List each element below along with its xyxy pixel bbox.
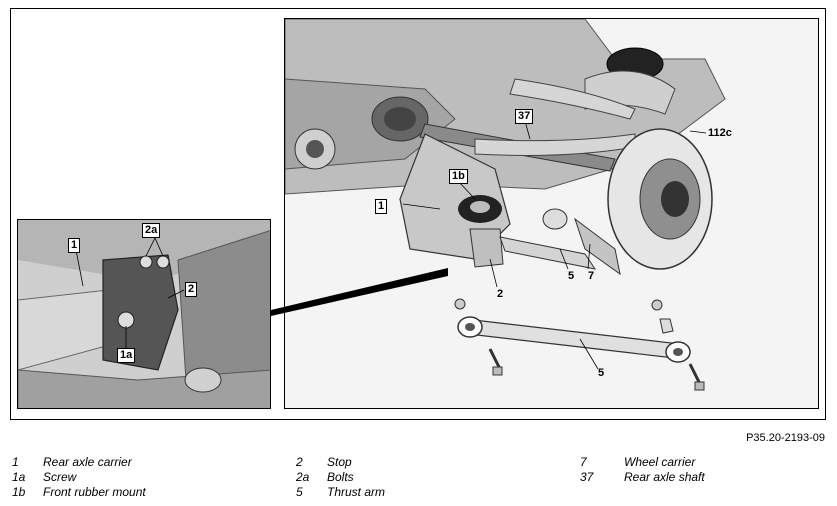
legend-text: Bolts [327, 470, 354, 484]
legend-item: 5 Thrust arm [296, 485, 576, 500]
legend-text: Front rubber mount [43, 485, 146, 499]
callout-1b: 1b [449, 169, 468, 184]
legend-number: 1 [12, 455, 19, 469]
legend-item: 1b Front rubber mount [12, 485, 292, 500]
callout-2-main: 2 [497, 288, 504, 300]
legend-number: 7 [580, 455, 587, 469]
legend: 1 Rear axle carrier 1a Screw 1b Front ru… [12, 455, 827, 505]
stop [469, 228, 504, 268]
bolt-2a-left [139, 255, 153, 269]
callout-1-inset: 1 [68, 238, 81, 253]
legend-item: 7 Wheel carrier [580, 455, 820, 470]
callout-112c: 112c [708, 127, 732, 139]
callout-7: 7 [588, 270, 595, 282]
legend-text: Thrust arm [327, 485, 386, 499]
legend-text: Stop [327, 455, 352, 469]
legend-item: 1 Rear axle carrier [12, 455, 292, 470]
callout-2a: 2a [142, 223, 161, 238]
legend-item: 2 Stop [296, 455, 576, 470]
inset-art [18, 220, 270, 408]
legend-item: 2a Bolts [296, 470, 576, 485]
main-illustration: 1 1b 37 112c 2 5 7 5 [284, 18, 819, 409]
callout-5-lower: 5 [598, 367, 605, 379]
callout-37: 37 [515, 109, 534, 124]
callout-1-main: 1 [375, 199, 388, 214]
thrust-arm-installed [499, 236, 597, 270]
legend-text: Screw [43, 470, 77, 484]
legend-number: 5 [296, 485, 303, 499]
legend-number: 2a [296, 470, 310, 484]
legend-number: 2 [296, 455, 303, 469]
callout-1a: 1a [117, 348, 136, 363]
wheel-carrier [574, 217, 621, 276]
legend-item: 37 Rear axle shaft [580, 470, 820, 485]
legend-number: 37 [580, 470, 594, 484]
main-illustration-art [285, 19, 726, 391]
screw-1a [117, 311, 135, 329]
stop-bracket [102, 254, 179, 371]
leader-lines [402, 120, 707, 370]
legend-text: Wheel carrier [624, 455, 696, 469]
legend-number: 1b [12, 485, 26, 499]
reference-code: P35.20-2193-09 [746, 432, 825, 444]
legend-text: Rear axle carrier [43, 455, 132, 469]
callout-2-inset: 2 [185, 282, 198, 297]
bolt-2a-right [156, 255, 170, 269]
inset-detail-illustration: 2a 1 2 1a [17, 219, 271, 409]
callout-5-upper: 5 [568, 270, 575, 282]
legend-text: Rear axle shaft [624, 470, 705, 484]
legend-item: 1a Screw [12, 470, 292, 485]
legend-number: 1a [12, 470, 26, 484]
